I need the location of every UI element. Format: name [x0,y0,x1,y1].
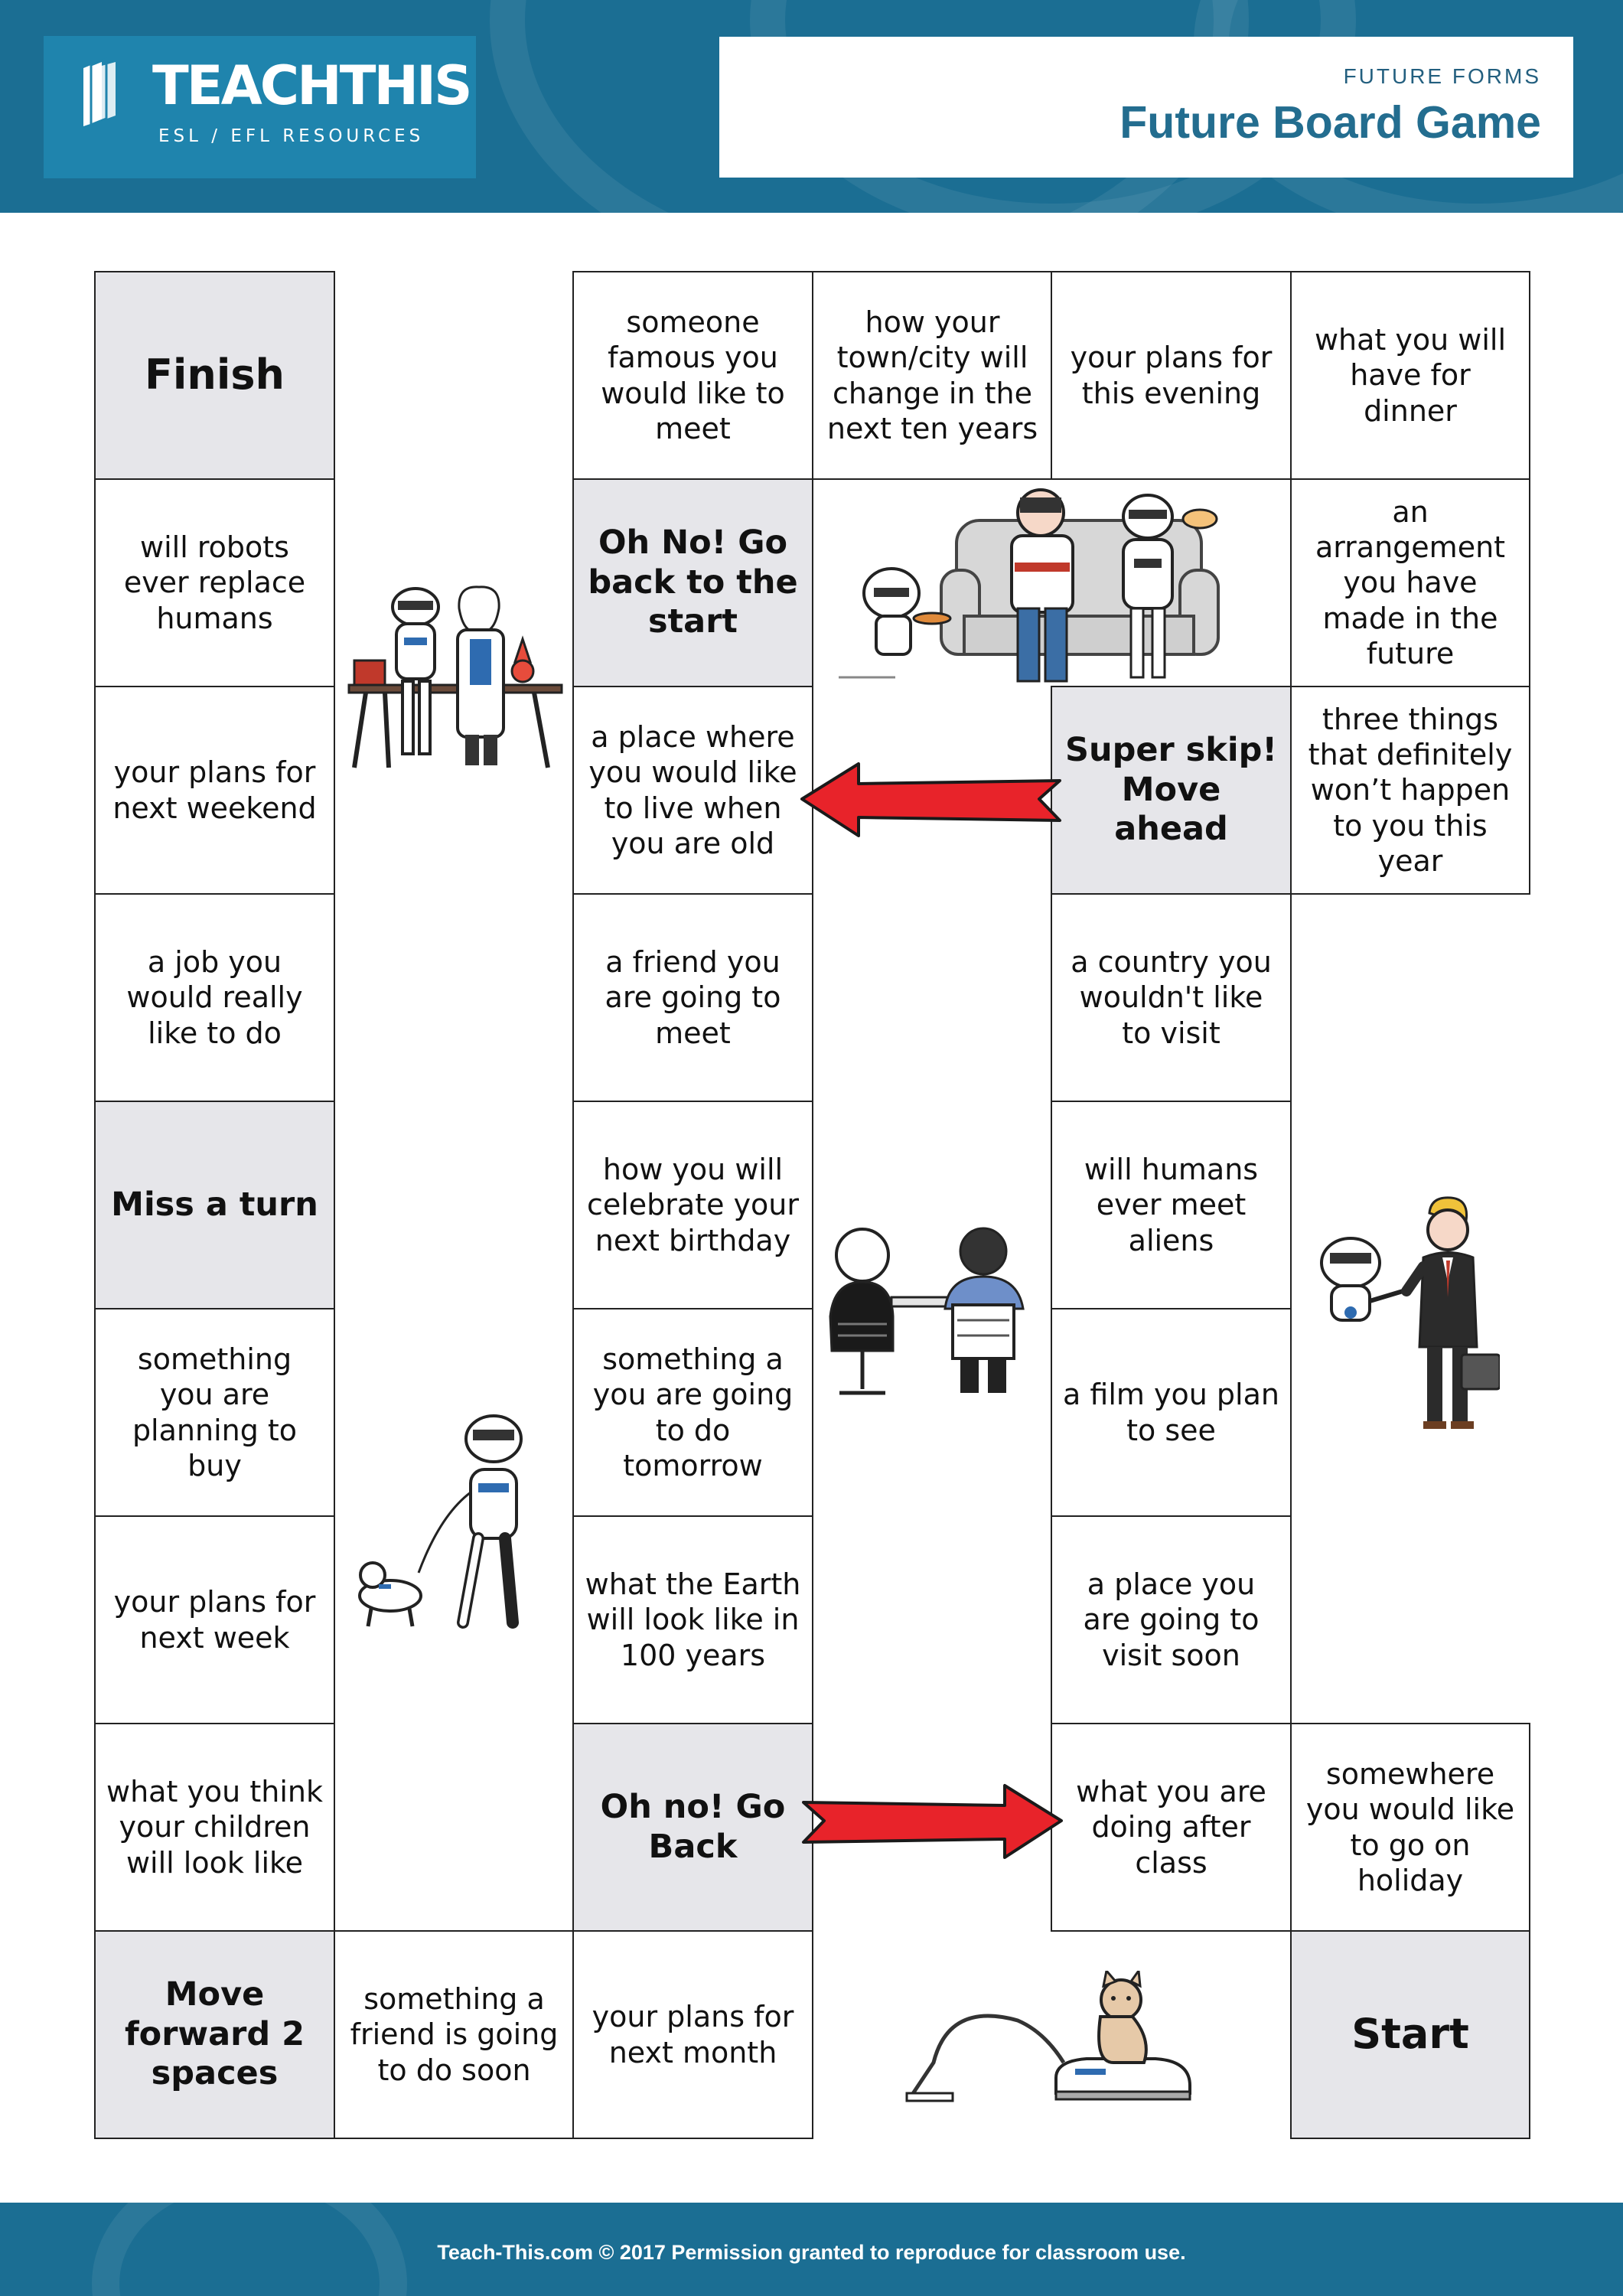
board-square: three things that definitely won’t happe… [1290,686,1530,895]
logo-subtitle: ESL / EFL RESOURCES [158,126,425,146]
arrow-left-icon [800,762,1061,837]
title-panel: FUTURE FORMS Future Board Game [719,37,1573,178]
board-square: will humans ever meet aliens [1051,1101,1292,1309]
board-square: a place you are going to visit soon [1051,1515,1292,1724]
worksheet-title: Future Board Game [1119,97,1541,148]
board-square: a friend you are going to meet [572,893,813,1102]
page-header: TEACHTHIS ESL / EFL RESOURCES FUTURE FOR… [0,0,1623,213]
board-square: a place where you would like to live whe… [572,686,813,895]
board-square-go-back-start: Oh No! Go back to the start [572,478,813,687]
board-square: will robots ever replace humans [94,478,335,687]
board-square: your plans for next week [94,1515,335,1724]
board-square-move-forward: Move forward 2 spaces [94,1930,335,2139]
board-square: your plans for this evening [1051,271,1292,480]
board-square-finish: Finish [94,271,335,480]
board-square: an arrangement you have made in the futu… [1290,478,1530,687]
teachthis-logo[interactable]: TEACHTHIS ESL / EFL RESOURCES [44,36,476,178]
sofa-gaming-illustration [839,488,1220,683]
board-square: something you are planning to buy [94,1308,335,1517]
logo-wordmark: TEACHTHIS [152,54,472,117]
board-square: a country you wouldn't like to visit [1051,893,1292,1102]
board-square: how you will celebrate your next birthda… [572,1101,813,1309]
board-square-go-back: Oh no! Go Back [572,1723,813,1932]
page-footer: Teach-This.com © 2017 Permission granted… [0,2203,1623,2296]
arrow-right-icon [802,1784,1063,1859]
board-square: a film you plan to see [1051,1308,1292,1517]
board-square: a job you would really like to do [94,893,335,1102]
students-at-desk-illustration [829,1227,1025,1395]
robot-businessman-handshake-illustration [1320,1196,1500,1429]
board-square: something a you are going to do tomorrow [572,1308,813,1517]
board-square-super-skip: Super skip! Move ahead [1051,686,1292,895]
book-icon [83,57,116,127]
robot-walking-dog-illustration [358,1414,523,1629]
board-square-miss-turn: Miss a turn [94,1101,335,1309]
board-square: what the Earth will look like in 100 yea… [572,1515,813,1724]
board-square-start: Start [1290,1930,1530,2139]
board-square: what you think your children will look l… [94,1723,335,1932]
board-square: somewhere you would like to go on holida… [1290,1723,1530,1932]
robot-vacuum-cat-illustration [905,1971,1191,2102]
worksheet-category: FUTURE FORMS [1343,64,1541,88]
board-square: how your town/city will change in the ne… [812,271,1053,480]
board-square: your plans for next month [572,1930,813,2139]
board-square: someone famous you would like to meet [572,271,813,480]
board-square: what you are doing after class [1051,1723,1292,1932]
robot-scientist-illustration [347,585,563,768]
board-square: your plans for next weekend [94,686,335,895]
copyright-notice: Teach-This.com © 2017 Permission granted… [437,2241,1186,2264]
board-square: what you will have for dinner [1290,271,1530,480]
board-square: something a friend is going to do soon [334,1930,575,2139]
